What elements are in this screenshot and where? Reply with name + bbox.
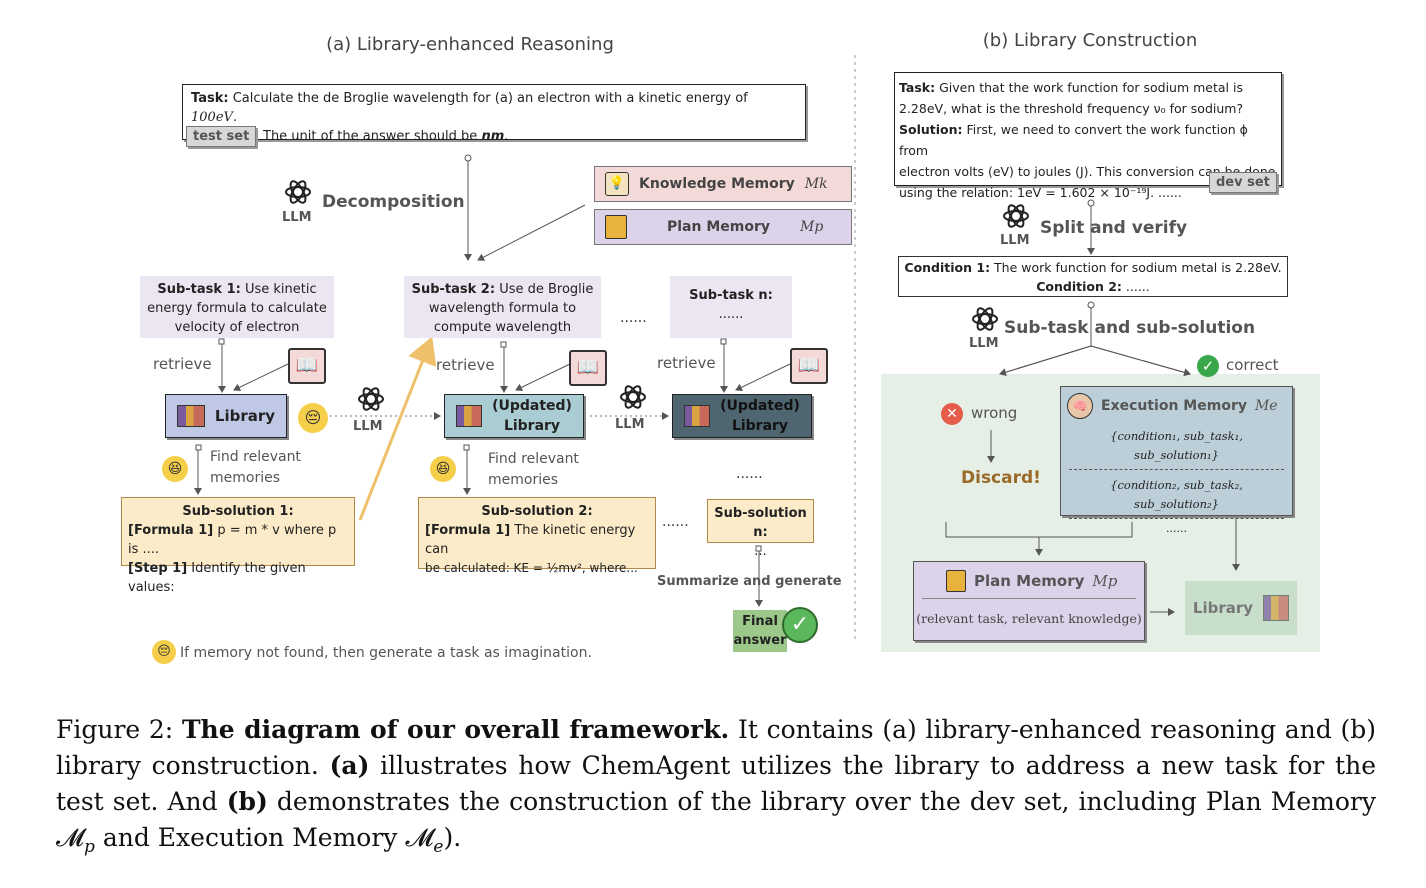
subtask-1: Sub-task 1: Use kinetic energy formula t… bbox=[140, 276, 334, 338]
books-icon bbox=[684, 405, 711, 427]
grin-face-icon: 😆 bbox=[430, 456, 456, 482]
llm-label-decomp: LLM bbox=[282, 210, 312, 225]
brain-head-icon: 🧠 bbox=[1067, 393, 1093, 419]
wrong-label: wrong bbox=[971, 404, 1018, 422]
library-label: Library bbox=[214, 406, 276, 425]
books-icon bbox=[176, 405, 205, 427]
subsolution-1: Sub-solution 1: [Formula 1] p = m * v wh… bbox=[121, 497, 355, 595]
task-line2: The unit of the answer should be bbox=[263, 129, 482, 144]
sad-face-icon: 😔 bbox=[298, 403, 328, 433]
retrieve-label-n: retrieve bbox=[657, 354, 716, 372]
subsolution-2: Sub-solution 2: [Formula 1] The kinetic … bbox=[418, 497, 656, 575]
library-box: Library bbox=[165, 394, 287, 438]
summarize-label: Summarize and generate bbox=[657, 574, 842, 589]
subtask-ellipsis: ...... bbox=[620, 310, 647, 326]
exec-ellipsis: ...... bbox=[1166, 522, 1187, 535]
books-icon bbox=[1263, 595, 1290, 621]
figure-caption: Figure 2: The diagram of our overall fra… bbox=[56, 715, 1377, 857]
llm-label-b1: LLM bbox=[1000, 233, 1030, 248]
task-label: Task: bbox=[191, 91, 229, 106]
updated-library-dark-box: (Updated)Library bbox=[672, 394, 812, 438]
openai-logo-icon bbox=[358, 387, 384, 411]
discard-label: Discard! bbox=[961, 468, 1041, 488]
execution-memory-box: 🧠 Execution Memory Me {condition₁, sub_t… bbox=[1060, 386, 1293, 535]
subsolution-ellipsis: ...... bbox=[662, 514, 689, 530]
knowledge-memory-box: 💡 Knowledge Memory Mk bbox=[594, 166, 852, 202]
checkmark-icon: ✓ bbox=[782, 607, 818, 643]
plan-memory-content: (relevant task, relevant knowledge) bbox=[916, 611, 1142, 626]
plan-memory-label-a: Plan Memory bbox=[667, 219, 771, 235]
notebook-icon bbox=[605, 215, 627, 239]
exec-row-2: {condition₂, sub_task₂, sub_solution₂} bbox=[1069, 470, 1284, 519]
llm-label-1: LLM bbox=[353, 419, 383, 434]
library-box-b: Library bbox=[1185, 581, 1297, 635]
openai-logo-icon bbox=[1003, 204, 1029, 228]
task-line1-end: . bbox=[232, 110, 238, 125]
task-line2-end: . bbox=[504, 129, 509, 144]
book-lightbulb-icon: 📖 bbox=[790, 348, 828, 384]
connector-layer-b bbox=[945, 345, 1240, 616]
plan-memory-box-a: Plan Memory Mp bbox=[594, 209, 852, 245]
book-lightbulb-icon: 📖 bbox=[288, 348, 326, 384]
subsolution-n: Sub-solution n: ... bbox=[707, 499, 814, 559]
test-set-tag: test set bbox=[186, 126, 257, 147]
correct-label: correct bbox=[1226, 356, 1279, 374]
panel-b-title: (b) Library Construction bbox=[982, 30, 1198, 51]
openai-logo-icon bbox=[285, 180, 311, 204]
retrieve-label-1: retrieve bbox=[153, 355, 212, 373]
exec-row-1: {condition₁, sub_task₁, sub_solution₁} bbox=[1069, 423, 1284, 470]
updated-library-box: (Updated)Library bbox=[444, 394, 584, 438]
correct-check-icon: ✓ bbox=[1197, 355, 1219, 377]
subtask-n: Sub-task n:...... bbox=[670, 276, 792, 338]
conditions-box: Condition 1: The work function for sodiu… bbox=[898, 256, 1288, 297]
plan-memory-box-b: Plan Memory Mp (relevant task, relevant … bbox=[913, 561, 1145, 641]
plan-memory-symbol-a: Mp bbox=[800, 219, 824, 235]
book-lightbulb-icon: 📖 bbox=[569, 350, 607, 386]
panel-a-title: (a) Library-enhanced Reasoning bbox=[326, 34, 614, 55]
task-box-b: Task: Given that the work function for s… bbox=[894, 72, 1282, 200]
subtask-2: Sub-task 2: Use de Broglie wavelength fo… bbox=[404, 276, 601, 338]
openai-logo-icon bbox=[972, 307, 998, 331]
library-ellipsis: ...... bbox=[736, 466, 763, 482]
task-value: 100eV bbox=[191, 110, 233, 125]
knowledge-memory-label: Knowledge Memory bbox=[639, 176, 795, 192]
decomposition-label: Decomposition bbox=[322, 192, 465, 212]
llm-label-2: LLM bbox=[615, 417, 645, 432]
books-icon bbox=[456, 405, 483, 427]
llm-label-b2: LLM bbox=[969, 336, 999, 351]
subtask-subsolution-label: Sub-task and sub-solution bbox=[1004, 318, 1256, 338]
dev-set-tag: dev set bbox=[1209, 172, 1277, 193]
retrieve-label-2: retrieve bbox=[436, 356, 495, 374]
task-box-a: Task: Calculate the de Broglie wavelengt… bbox=[182, 84, 806, 144]
split-verify-label: Split and verify bbox=[1040, 218, 1188, 238]
grin-face-icon: 😆 bbox=[162, 456, 188, 482]
wrong-x-icon: ✕ bbox=[941, 403, 963, 425]
task-line1: Calculate the de Broglie wavelength for … bbox=[232, 91, 748, 106]
task-unit: nm bbox=[481, 129, 505, 144]
book-lightbulb-icon: 💡 bbox=[605, 172, 629, 196]
knowledge-memory-symbol: Mk bbox=[804, 176, 828, 192]
openai-logo-icon bbox=[620, 385, 646, 409]
footnote: If memory not found, then generate a tas… bbox=[180, 645, 592, 661]
notebook-icon bbox=[946, 570, 966, 592]
sad-face-icon: 😔 bbox=[152, 640, 176, 664]
